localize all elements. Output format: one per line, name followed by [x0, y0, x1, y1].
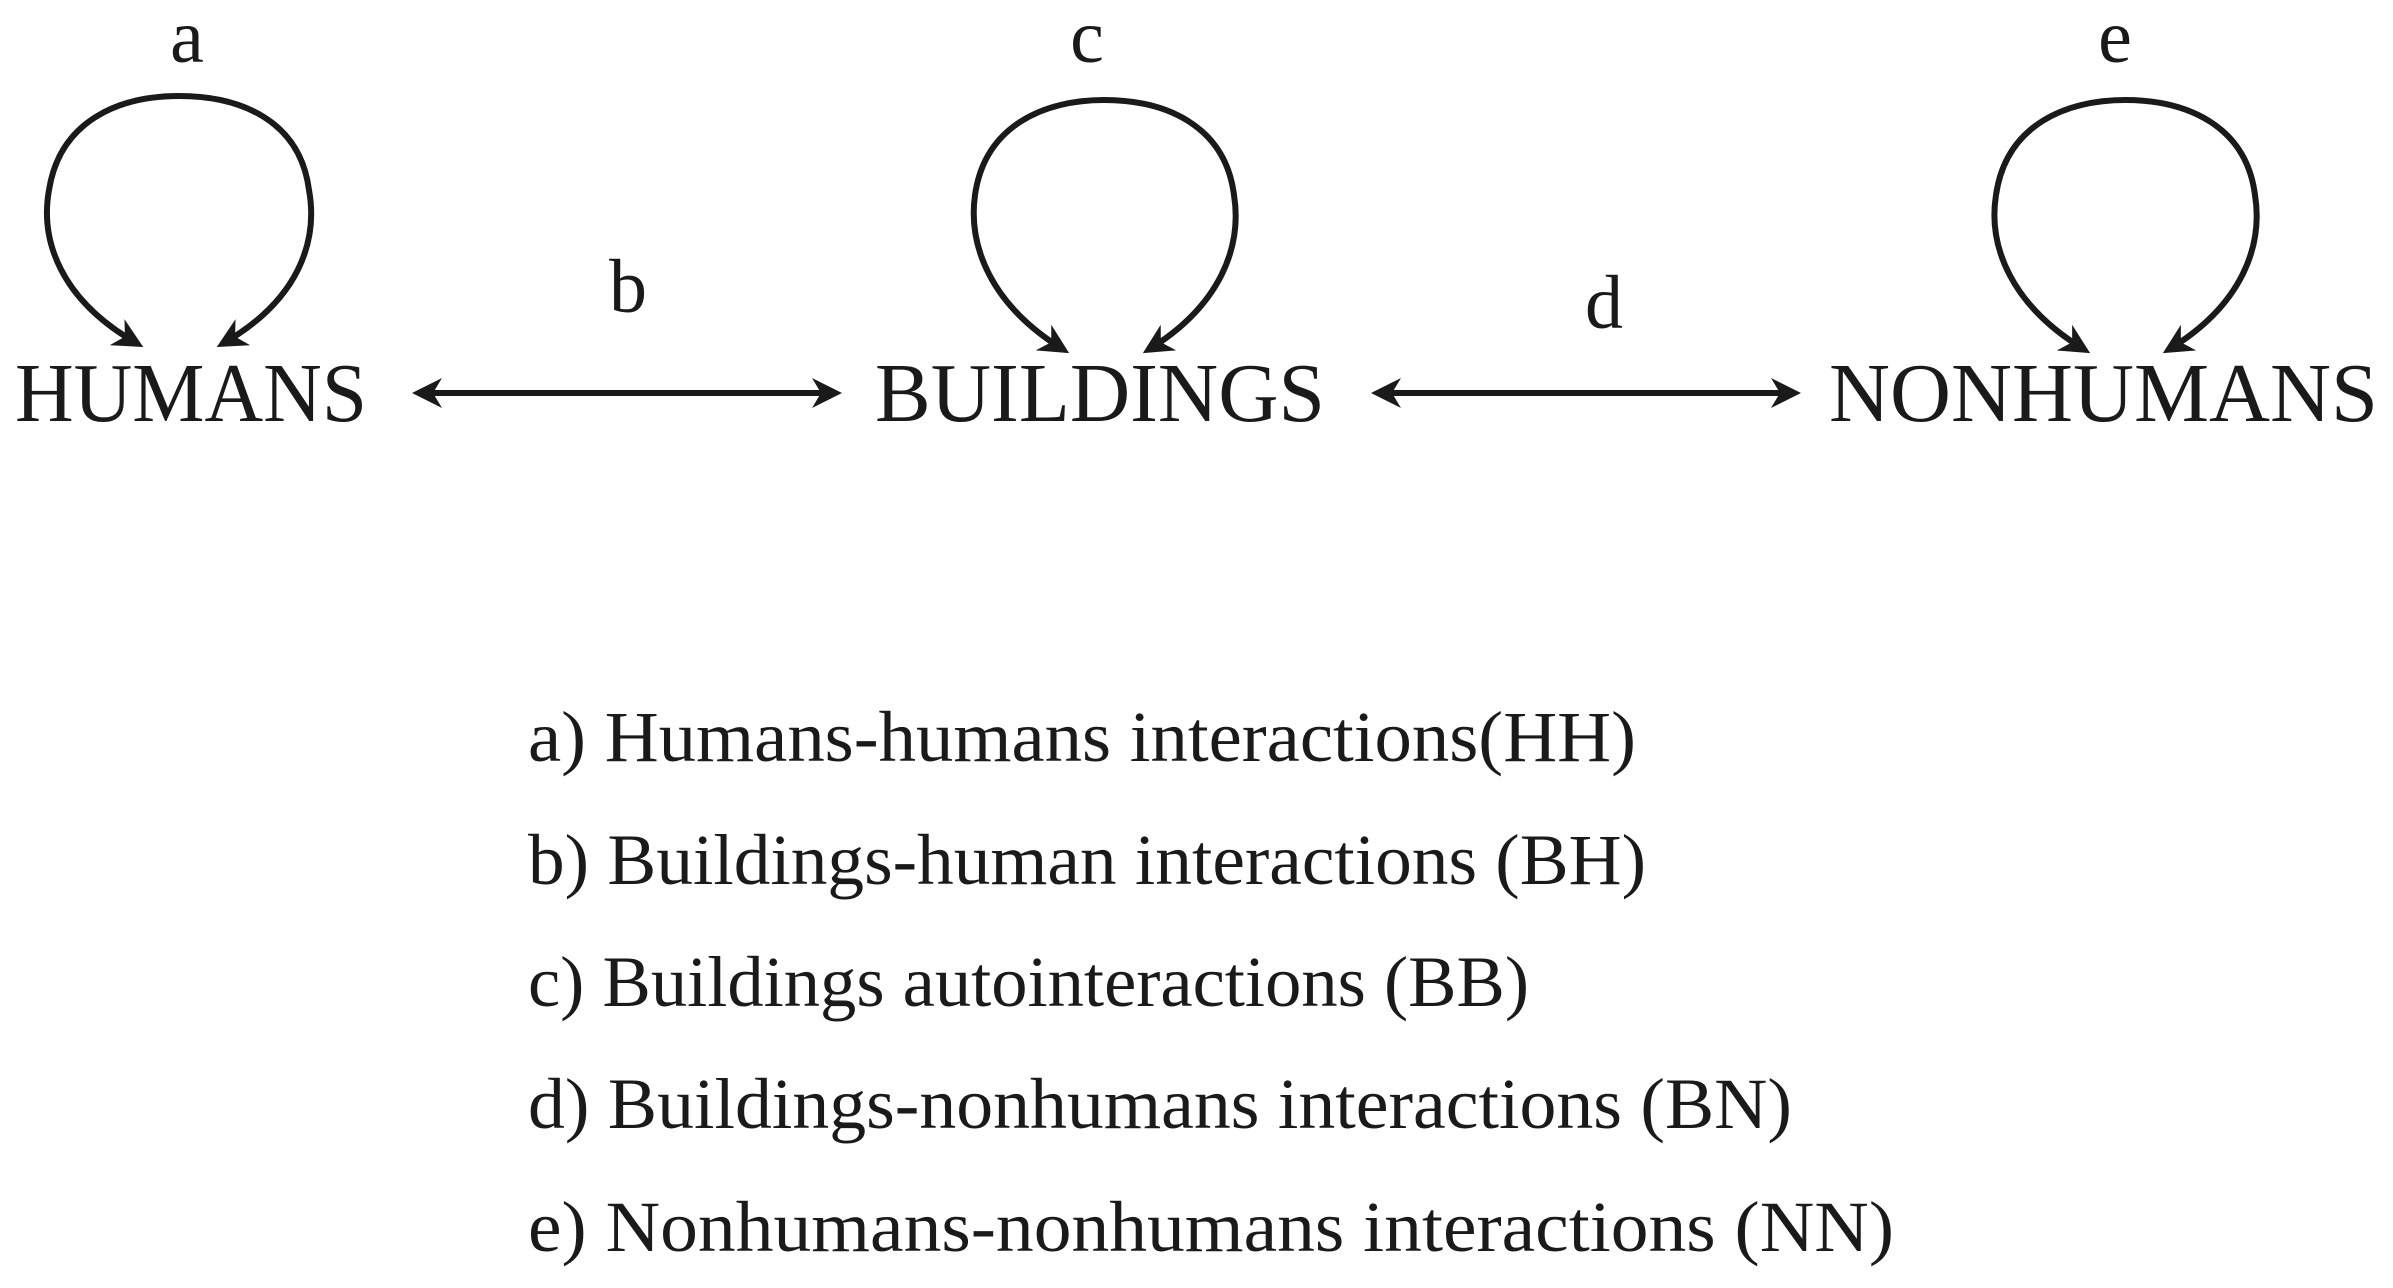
- legend-item-a: a) Humans-humans interactions(HH): [528, 697, 1636, 777]
- edge-label-e: e: [2098, 0, 2132, 79]
- edge-label-a: a: [170, 0, 204, 79]
- legend-item-b: b) Buildings-human interactions (BH): [528, 820, 1646, 900]
- self-loop-a: [44, 92, 315, 347]
- node-nonhumans: NONHUMANS: [1829, 347, 2378, 440]
- node-humans: HUMANS: [15, 347, 367, 440]
- self-loop-c: [970, 96, 1239, 354]
- node-buildings: BUILDINGS: [875, 347, 1325, 440]
- edge-label-d: d: [1585, 261, 1623, 345]
- legend-item-e: e) Nonhumans-nonhumans interactions (NN): [528, 1187, 1894, 1267]
- self-loop-e: [1991, 96, 2260, 354]
- legend-item-d: d) Buildings-nonhumans interactions (BN): [528, 1064, 1792, 1144]
- edge-label-c: c: [1070, 0, 1104, 79]
- legend-item-c: c) Buildings autointeractions (BB): [528, 942, 1529, 1022]
- edge-label-b: b: [609, 245, 647, 329]
- legend: a) Humans-humans interactions(HH) b) Bui…: [528, 697, 1894, 1267]
